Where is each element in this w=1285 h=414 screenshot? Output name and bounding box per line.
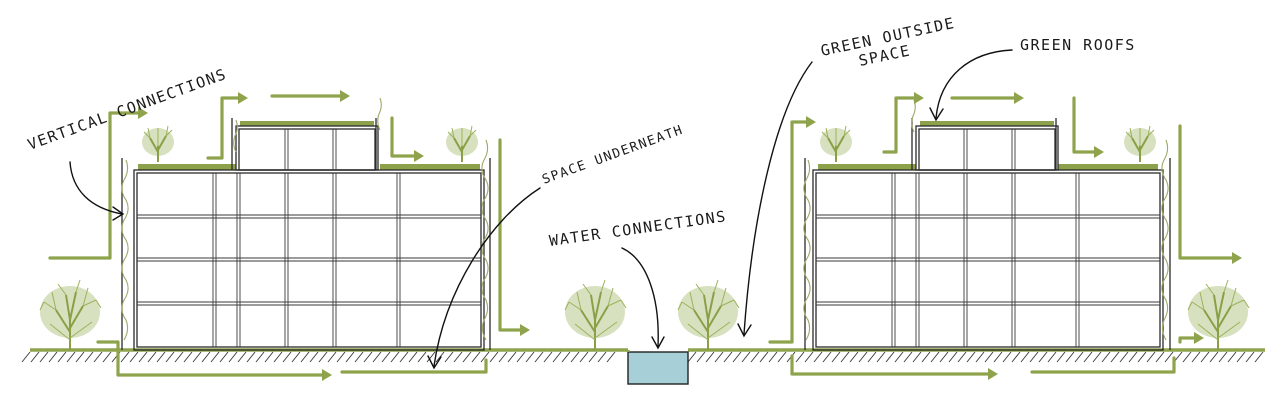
vertical-connections-pointer: [69, 161, 123, 215]
label-water-connections: WATER CONNECTIONS: [548, 207, 728, 250]
green-outside-space-pointer: [743, 61, 813, 335]
climbing-vine: [1161, 139, 1169, 341]
climbing-vine: [803, 159, 811, 341]
label-green-roofs: GREEN ROOFS: [1020, 36, 1136, 54]
left-building: [121, 97, 491, 351]
annotation-pointers: [69, 49, 1013, 370]
green-roof: [818, 164, 916, 170]
building-grid: [137, 129, 481, 347]
right-building: [803, 99, 1171, 351]
climbing-vine: [481, 139, 489, 341]
green-flow-arrows: [48, 90, 1242, 381]
green-roof: [1058, 164, 1158, 170]
water-connections-pointer: [621, 247, 659, 347]
green-roof: [920, 121, 1054, 126]
ground-trees: [39, 279, 1250, 351]
label-space-underneath: SPACE UNDERNEATH: [540, 123, 685, 188]
space-underneath-pointer: [433, 187, 541, 367]
green-roof: [138, 164, 236, 170]
labels: VERTICAL CONNECTIONS SPACE UNDERNEATH WA…: [25, 14, 1136, 250]
water-channel: [626, 350, 689, 385]
green-roof: [380, 164, 480, 170]
ground-hatch: [21, 351, 1264, 363]
climbing-vine: [121, 159, 129, 341]
green-roofs-pointer: [935, 49, 1013, 119]
green-roof: [240, 121, 374, 126]
label-vertical-connections: VERTICAL CONNECTIONS: [25, 65, 229, 154]
building-grid: [816, 129, 1160, 347]
